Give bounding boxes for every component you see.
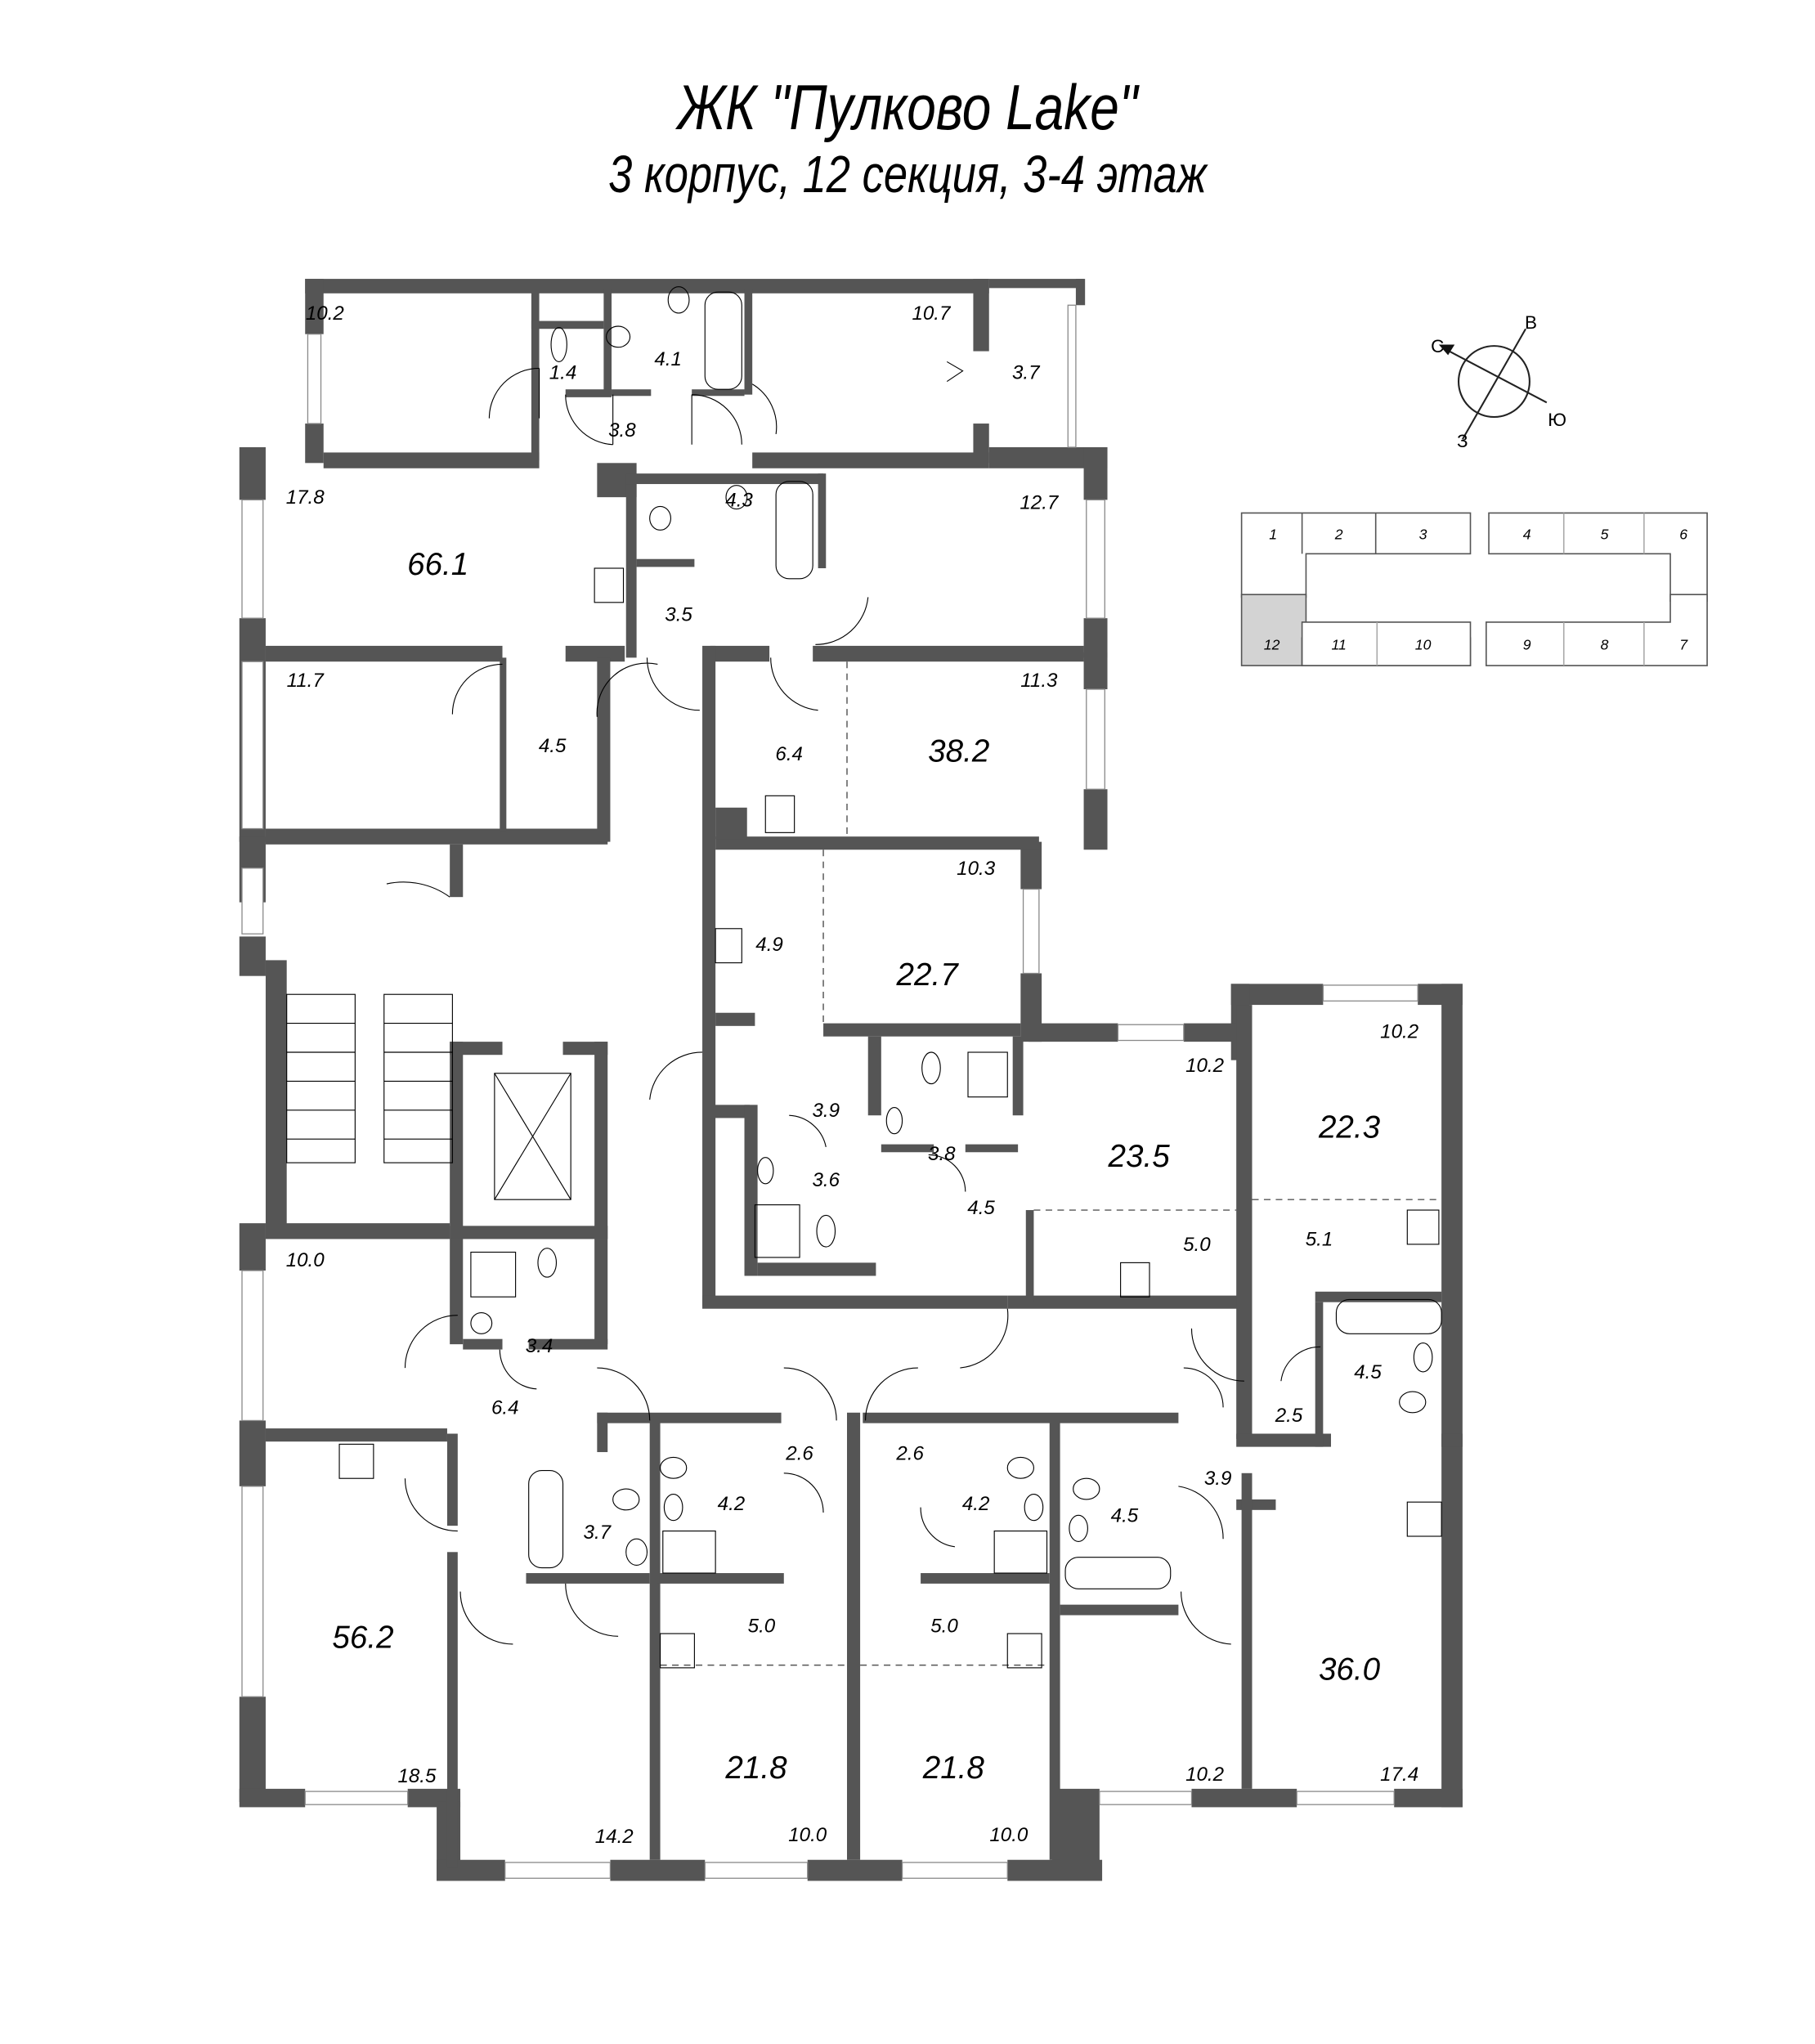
room-area: 4.5 <box>967 1197 995 1219</box>
room-area: 4.2 <box>718 1493 746 1515</box>
room-area: 17.8 <box>286 486 325 509</box>
section-12-highlight <box>1240 594 1307 666</box>
room-area: 10.2 <box>306 303 345 325</box>
room-area: 10.0 <box>989 1824 1028 1846</box>
room-area: 3.6 <box>812 1169 840 1191</box>
walls <box>239 279 1463 1881</box>
room-area: 10.2 <box>1185 1764 1225 1786</box>
apartment-total-area: 56.2 <box>332 1620 393 1656</box>
bathroom-fixtures <box>470 286 1442 1589</box>
room-area: 14.2 <box>595 1826 634 1848</box>
stove-icons <box>338 567 1442 1669</box>
elevator-shaft <box>494 1073 571 1200</box>
room-area: 5.0 <box>930 1615 958 1637</box>
room-area: 18.5 <box>397 1765 437 1787</box>
room-area: 4.1 <box>654 348 682 370</box>
section-key-map: 1 2 3 4 5 6 12 11 10 9 8 7 <box>1240 512 1708 666</box>
room-area: 4.9 <box>755 934 783 956</box>
room-area: 12.7 <box>1020 492 1060 514</box>
apartment-total-area: 22.7 <box>896 957 960 993</box>
section-3: 3 <box>1419 527 1427 543</box>
room-area: 2.5 <box>1275 1405 1303 1427</box>
complex-title: ЖК "Пулково Lake" <box>677 71 1138 143</box>
section-8: 8 <box>1601 637 1609 653</box>
compass-rose-icon: С В Ю З <box>1431 312 1566 451</box>
room-area: 4.5 <box>539 735 567 757</box>
room-area: 6.4 <box>775 743 803 765</box>
section-7: 7 <box>1679 637 1688 653</box>
room-area: 3.5 <box>665 603 692 625</box>
doors <box>386 361 1321 1645</box>
room-area: 10.0 <box>286 1249 325 1271</box>
section-11: 11 <box>1331 637 1346 653</box>
room-area: 10.0 <box>788 1824 827 1846</box>
room-area: 10.3 <box>957 858 996 880</box>
room-area: 4.2 <box>962 1493 990 1515</box>
room-area: 3.7 <box>584 1522 612 1544</box>
room-area: 11.3 <box>1020 670 1058 692</box>
room-area: 4.5 <box>1111 1504 1139 1526</box>
room-area: 3.7 <box>1012 361 1041 383</box>
room-area: 10.2 <box>1185 1055 1225 1077</box>
room-area: 3.4 <box>526 1335 553 1357</box>
apartment-total-area: 36.0 <box>1319 1652 1381 1687</box>
compass-north: С <box>1431 336 1444 356</box>
room-area: 2.6 <box>895 1443 924 1465</box>
windows <box>241 304 1418 1879</box>
section-1: 1 <box>1269 527 1277 543</box>
floor-subtitle: 3 корпус, 12 секция, 3-4 этаж <box>608 145 1207 204</box>
section-4: 4 <box>1523 527 1531 543</box>
apartment-total-area: 66.1 <box>407 547 468 582</box>
section-9: 9 <box>1523 637 1531 653</box>
apartment-total-area: 21.8 <box>724 1750 787 1786</box>
zone-dividers <box>660 661 1442 1666</box>
apartment-total-area: 21.8 <box>922 1750 985 1786</box>
room-area: 10.2 <box>1380 1020 1419 1042</box>
section-5: 5 <box>1601 527 1609 543</box>
room-area: 4.3 <box>725 489 753 511</box>
room-area: 4.5 <box>1354 1361 1382 1383</box>
room-area: 10.7 <box>912 303 952 325</box>
room-area: 6.4 <box>491 1396 519 1419</box>
room-area: 11.7 <box>287 670 325 692</box>
staircase <box>286 993 453 1163</box>
room-area: 1.4 <box>549 361 577 383</box>
room-area: 5.0 <box>748 1615 776 1637</box>
room-area: 5.1 <box>1306 1228 1333 1250</box>
room-area: 3.9 <box>812 1100 840 1122</box>
compass-south: Ю <box>1548 410 1566 430</box>
section-10: 10 <box>1415 637 1432 653</box>
section-12: 12 <box>1264 637 1280 653</box>
apartment-total-area: 23.5 <box>1108 1139 1171 1174</box>
compass-east: В <box>1525 312 1537 333</box>
room-area: 3.9 <box>1204 1468 1232 1490</box>
room-area: 17.4 <box>1380 1764 1418 1786</box>
room-area: 3.8 <box>608 419 636 442</box>
room-area-labels: 10.2 1.4 4.1 10.7 3.7 3.8 17.8 66.1 11.7… <box>286 303 1419 1848</box>
section-2: 2 <box>1334 527 1343 543</box>
room-area: 3.8 <box>928 1143 956 1165</box>
compass-west: З <box>1457 431 1468 451</box>
room-area: 2.6 <box>785 1443 813 1465</box>
section-6: 6 <box>1679 527 1687 543</box>
apartment-total-area: 22.3 <box>1318 1110 1381 1145</box>
room-area: 5.0 <box>1183 1234 1211 1256</box>
apartment-total-area: 38.2 <box>928 733 989 769</box>
